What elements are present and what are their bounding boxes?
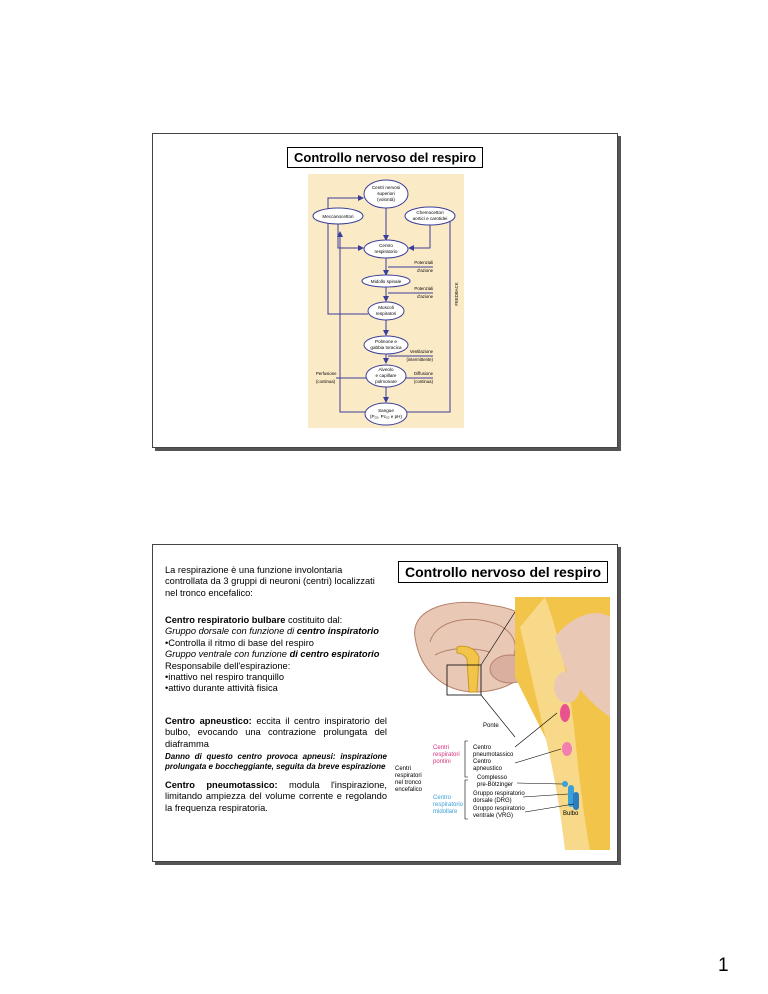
node-polmone: Polmone e — [375, 339, 397, 344]
apneustic-damage-note: Danno di questo centro provoca apneusi: … — [165, 752, 387, 772]
svg-text:respiratori: respiratori — [433, 752, 460, 758]
label-potenziali-1: Potenziali — [414, 260, 433, 265]
label-potenziali-2: Potenziali — [414, 286, 433, 291]
page-number: 1 — [718, 955, 729, 976]
node-meccanocettori: Meccanocettori — [322, 214, 353, 219]
svg-text:apneustico: apneustico — [473, 766, 503, 772]
svg-text:dorsale (DRG): dorsale (DRG) — [473, 798, 512, 804]
bulbar-item: •inattivo nel respiro tranquillo — [165, 672, 285, 683]
label-diffusione: Diffusione — [414, 371, 434, 376]
pneumotaxic-section: Centro pneumotassico: modula l'inspirazi… — [165, 780, 387, 813]
intro-paragraph: La respirazione è una funzione involonta… — [165, 565, 375, 598]
brainstem-figure: Ponte Centri respiratori nel tronco ence… — [395, 597, 610, 850]
node-sangue: Sangue — [378, 408, 394, 413]
svg-text:(continua): (continua) — [316, 379, 336, 384]
label-feedback: FEEDBACK — [454, 282, 459, 305]
svg-text:(intermittente): (intermittente) — [406, 357, 433, 362]
svg-text:aortici e carotidei: aortici e carotidei — [413, 216, 448, 221]
svg-text:nel tronco: nel tronco — [395, 780, 422, 786]
svg-text:respiratorio: respiratorio — [433, 802, 464, 808]
svg-text:pontini: pontini — [433, 759, 451, 765]
label-bulbo: Bulbo — [563, 811, 579, 817]
svg-text:(Pₒ₂, Pᴄₒ₂ e pH): (Pₒ₂, Pᴄₒ₂ e pH) — [370, 414, 403, 419]
node-centri-nervosi: Centri nervosi — [372, 185, 400, 190]
apneustic-section: Centro apneustico: eccita il centro insp… — [165, 716, 387, 772]
bulbar-section: Centro respiratorio bulbare costituito d… — [165, 615, 387, 695]
node-chemocettori: Chemocettori — [416, 210, 443, 215]
svg-text:respiratori: respiratori — [376, 311, 396, 316]
svg-text:pneumotassico: pneumotassico — [473, 752, 514, 758]
slide-2-title: Controllo nervoso del respiro — [398, 561, 609, 583]
slide-2: Controllo nervoso del respiro La respira… — [152, 544, 618, 862]
label-ponte: Ponte — [483, 723, 499, 729]
svg-text:polmonare: polmonare — [375, 379, 397, 384]
label-ventilazione: Ventilazione — [410, 349, 434, 354]
label-vrg: Gruppo respiratorio — [473, 806, 525, 812]
label-apneustico: Centro — [473, 759, 492, 765]
svg-text:ventrale (VRG): ventrale (VRG) — [473, 813, 513, 819]
node-alveolo: Alveolo — [378, 367, 394, 372]
svg-text:(volontà): (volontà) — [377, 197, 395, 202]
svg-text:superiori: superiori — [377, 191, 395, 196]
svg-text:midollare: midollare — [433, 809, 458, 815]
svg-text:gabbia toracica: gabbia toracica — [370, 345, 402, 350]
label-centri-respiratori: Centri — [395, 766, 411, 772]
brainstem-zoom — [515, 597, 610, 850]
svg-text:respiratori: respiratori — [395, 773, 422, 779]
node-midollo-spinale: Midollo spinale — [371, 279, 402, 284]
svg-text:pre-Bötzinger: pre-Bötzinger — [477, 782, 513, 788]
node-centro-respiratorio: Centro — [379, 243, 393, 248]
respiration-control-flowchart: Centri nervosi superiori (volontà) Mecca… — [308, 174, 464, 428]
svg-text:respiratorio: respiratorio — [375, 249, 398, 254]
label-centro-midollare: Centro — [433, 795, 452, 801]
label-centri-pontini: Centri — [433, 745, 449, 751]
svg-text:d'azione: d'azione — [417, 294, 433, 299]
bulbar-heading: Centro respiratorio bulbare — [165, 615, 286, 625]
svg-text:d'azione: d'azione — [417, 268, 433, 273]
node-muscoli-respiratori: Muscoli — [378, 305, 394, 310]
bulbar-item: •attivo durante attività fisica — [165, 683, 278, 694]
svg-text:e capillare: e capillare — [376, 373, 397, 378]
slide-1: Controllo nervoso del respiro — [152, 133, 618, 448]
label-botzinger: Complesso — [477, 775, 508, 781]
label-perfusione: Perfusione — [316, 371, 337, 376]
bulbar-item: •Controlla il ritmo di base del respiro — [165, 637, 314, 648]
slide-1-title: Controllo nervoso del respiro — [287, 147, 484, 168]
label-drg: Gruppo respiratorio — [473, 791, 525, 797]
svg-text:(continua): (continua) — [414, 379, 434, 384]
label-pneumotassico: Centro — [473, 745, 492, 751]
svg-text:encefalico: encefalico — [395, 787, 423, 793]
